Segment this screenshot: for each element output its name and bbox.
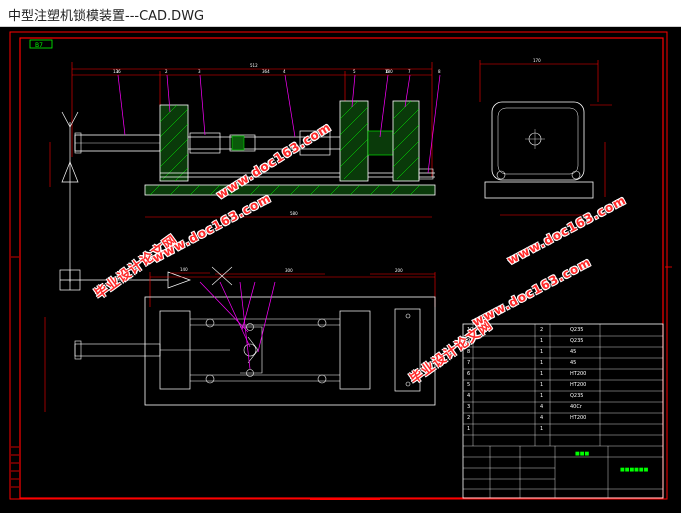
- bom-qty: 1: [540, 371, 544, 377]
- bom-qty: 2: [540, 327, 544, 333]
- svg-text:■■■: ■■■: [575, 451, 589, 457]
- window-title: 中型注塑机锁模装置---CAD.DWG: [8, 9, 205, 24]
- svg-text:8: 8: [438, 69, 441, 74]
- bom-no: 5: [467, 382, 471, 388]
- window-titlebar: 中型注塑机锁模装置---CAD.DWG: [0, 0, 681, 27]
- bom-material: 45: [570, 349, 577, 355]
- bom-no: 6: [467, 371, 471, 377]
- svg-text:170: 170: [533, 58, 541, 63]
- bom-material: 45: [570, 360, 577, 366]
- svg-text:512: 512: [250, 63, 258, 68]
- bom-qty: 4: [540, 404, 544, 410]
- svg-text:1: 1: [116, 69, 119, 74]
- bom-material: Q235: [570, 327, 584, 333]
- svg-text:364: 364: [262, 69, 270, 74]
- bom-no: 10: [467, 327, 474, 333]
- top-view: 140 300 200: [44, 266, 436, 412]
- bom-no: 9: [467, 338, 471, 344]
- bom-material: HT200: [570, 415, 587, 421]
- bom-qty: 1: [540, 360, 544, 366]
- bom-material: Q235: [570, 338, 584, 344]
- drawing-tag-box: [29, 39, 53, 49]
- svg-text:580: 580: [290, 211, 298, 216]
- svg-text:140: 140: [180, 267, 188, 272]
- svg-text:200: 200: [395, 268, 403, 273]
- bom-no: 8: [467, 349, 471, 355]
- bom-material: Q235: [570, 393, 584, 399]
- svg-text:4: 4: [283, 69, 286, 74]
- bom-no: 1: [467, 426, 471, 432]
- svg-text:6: 6: [386, 69, 389, 74]
- bom-material: 40Cr: [570, 404, 582, 410]
- bom-no: 3: [467, 404, 471, 410]
- title-block: ■■■ ■■■■■■: [462, 323, 664, 499]
- svg-text:2: 2: [165, 69, 168, 74]
- bom-qty: 1: [540, 393, 544, 399]
- bom-no: 2: [467, 415, 471, 421]
- svg-text:■■■■■■: ■■■■■■: [620, 467, 649, 473]
- bom-material: HT200: [570, 371, 587, 377]
- bom-qty: 4: [540, 415, 544, 421]
- svg-text:136: 136: [113, 69, 121, 74]
- svg-text:5: 5: [353, 69, 356, 74]
- svg-text:300: 300: [285, 268, 293, 273]
- bom-qty: 1: [540, 382, 544, 388]
- svg-text:3: 3: [198, 69, 201, 74]
- bom-qty: 1: [540, 338, 544, 344]
- left-margin-ticks: [11, 256, 672, 488]
- svg-text:180: 180: [385, 69, 393, 74]
- side-view: 170: [479, 58, 612, 216]
- svg-text:7: 7: [408, 69, 411, 74]
- bom-qty: 1: [540, 349, 544, 355]
- bom-no: 7: [467, 360, 471, 366]
- bom-material: HT200: [570, 382, 587, 388]
- bom-no: 4: [467, 393, 471, 399]
- bom-qty: 1: [540, 426, 544, 432]
- drawing-tag: B7: [35, 42, 43, 49]
